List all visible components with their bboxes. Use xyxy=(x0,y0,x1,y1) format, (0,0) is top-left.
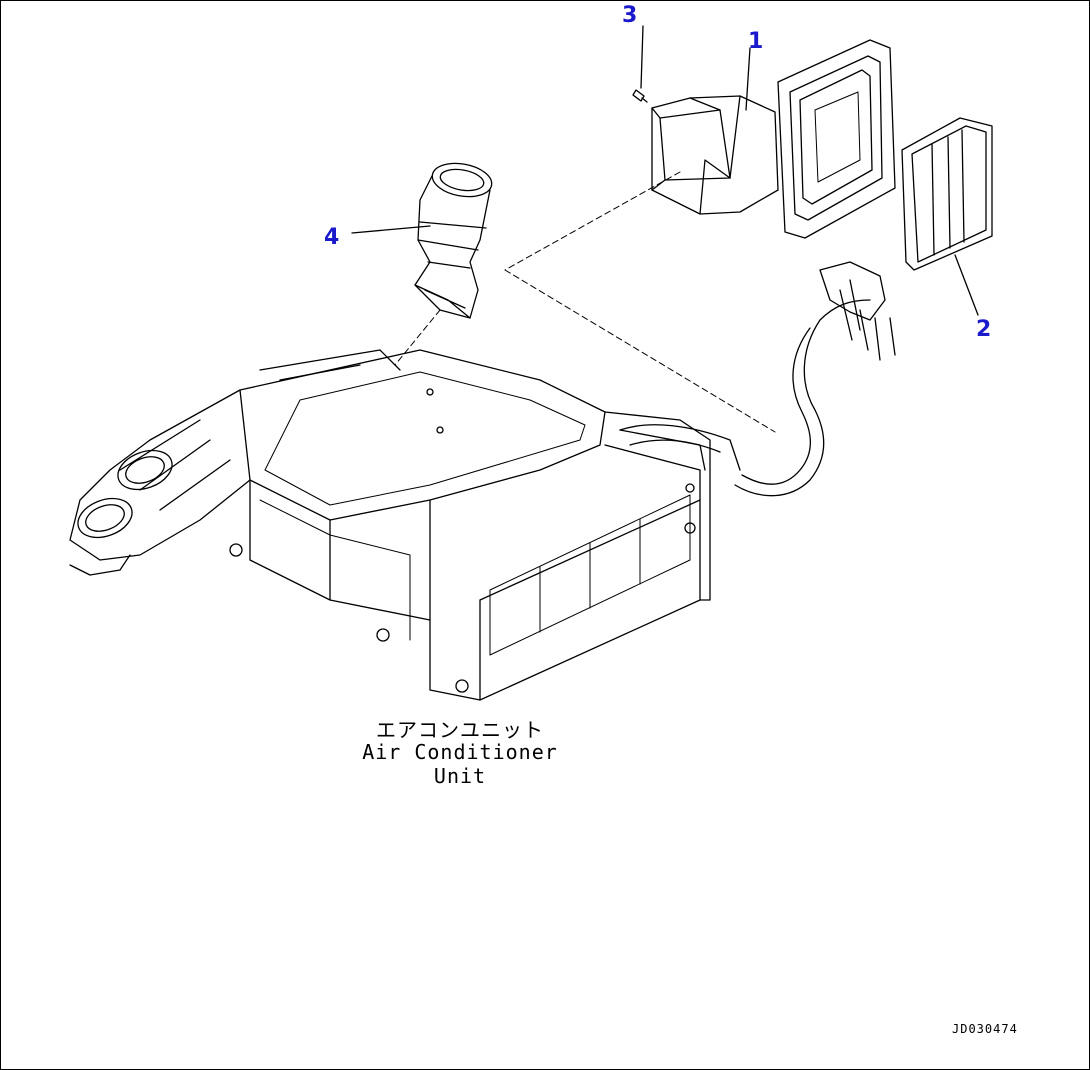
drawing-id: JD030474 xyxy=(952,1022,1018,1036)
callout-3: 3 xyxy=(622,3,637,28)
caption-english: Air Conditioner Unit xyxy=(362,740,558,788)
wire-harness xyxy=(734,261,896,497)
part-3-screw xyxy=(632,89,648,103)
part-1-air-duct xyxy=(651,39,896,239)
callout-1: 1 xyxy=(748,29,763,54)
part-2-filter xyxy=(901,117,993,271)
callout-2: 2 xyxy=(976,317,991,342)
callout-4: 4 xyxy=(324,225,339,250)
air-conditioner-unit xyxy=(69,349,741,701)
part-4-vent-duct xyxy=(414,162,493,319)
caption-japanese: エアコンユニット xyxy=(376,718,544,742)
leader-lines xyxy=(351,25,979,433)
